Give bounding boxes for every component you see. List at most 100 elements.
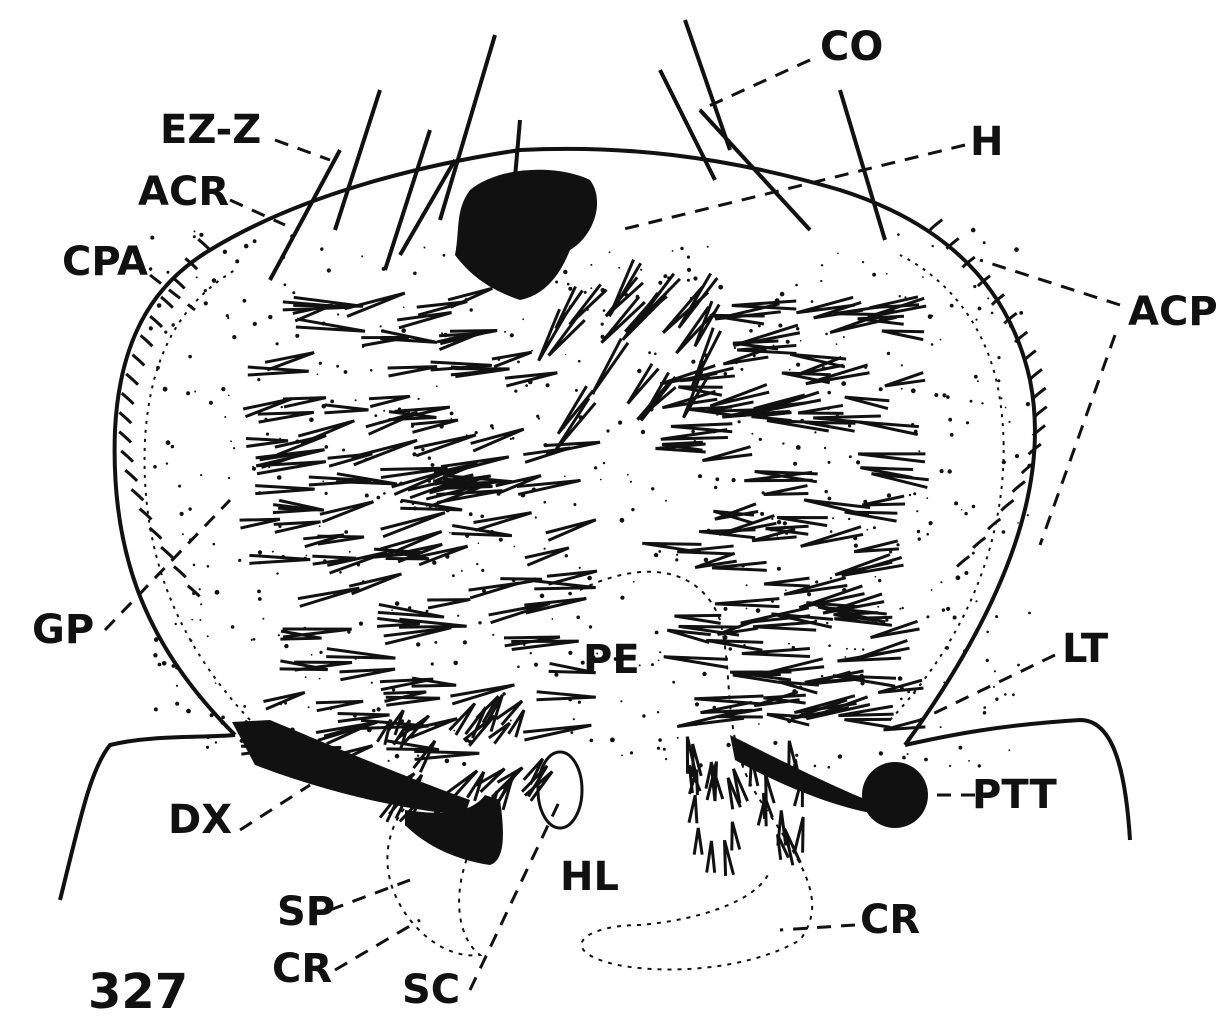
stipple-dot	[736, 358, 740, 362]
spine	[854, 541, 899, 552]
stipple-dot	[188, 355, 192, 359]
label-hl: HL	[560, 854, 619, 900]
stipple-dot	[902, 756, 906, 760]
stipple-dot	[153, 653, 157, 657]
stipple-dot	[186, 391, 190, 395]
label-ez-z: EZ-Z	[160, 107, 261, 153]
spine	[844, 719, 890, 727]
stipple-dot	[361, 255, 363, 257]
spine	[675, 615, 722, 623]
stipple-dot	[940, 581, 942, 583]
stipple-dot	[630, 481, 632, 483]
stipple-dot	[658, 281, 662, 285]
stipple-dot	[192, 592, 195, 595]
stipple-dot	[200, 603, 202, 605]
stipple-dot	[940, 469, 944, 473]
stipple-dot	[704, 558, 709, 563]
spine	[414, 435, 476, 456]
stipple-dot	[970, 400, 973, 403]
stipple-dot	[206, 735, 210, 739]
stipple-dot	[569, 305, 572, 308]
stipple-dot	[699, 763, 703, 767]
stipple-dot	[466, 434, 468, 436]
stipple-dot	[589, 625, 592, 628]
stipple-dot	[1017, 664, 1020, 667]
stipple-dot	[528, 578, 530, 580]
stipple-dot	[193, 564, 196, 567]
stipple-dot	[854, 544, 858, 548]
stipple-dot	[832, 517, 834, 519]
stipple-dot	[567, 283, 570, 286]
spine	[702, 447, 752, 461]
stipple-dot	[913, 492, 916, 495]
serration	[119, 432, 131, 443]
stipple-dot	[449, 532, 451, 534]
stipple-dot	[907, 690, 910, 693]
stipple-dot	[658, 660, 660, 662]
stipple-dot	[928, 314, 933, 319]
stipple-dot	[977, 380, 979, 382]
stipple-dot	[917, 530, 920, 533]
stipple-dot	[281, 406, 283, 408]
stipple-dot	[377, 496, 381, 500]
serration	[1033, 388, 1045, 398]
stipple-dot	[370, 369, 373, 372]
stipple-dot	[981, 402, 983, 404]
stipple-dot	[907, 737, 909, 739]
stipple-dot	[875, 576, 877, 578]
stipple-dot	[194, 391, 196, 393]
stipple-dot	[325, 492, 328, 495]
spine	[862, 496, 905, 505]
stipple-dot	[648, 351, 651, 354]
stipple-dot	[931, 343, 934, 346]
spine	[677, 546, 734, 554]
spine	[369, 396, 410, 406]
stipple-dot	[587, 309, 589, 311]
stipple-dot	[221, 387, 225, 391]
stipple-dot	[651, 663, 654, 666]
stipple-dot	[800, 713, 804, 717]
stipple-dot	[428, 480, 431, 483]
stipple-dot	[258, 550, 262, 554]
spine	[885, 373, 925, 386]
stipple-dot	[327, 268, 331, 272]
stipple-dot	[587, 576, 592, 581]
stipple-dot	[252, 466, 254, 468]
stipple-dot	[154, 637, 159, 642]
stipple-dot	[383, 492, 386, 495]
stipple-dot	[901, 364, 903, 366]
stipple-dot	[194, 230, 196, 232]
stipple-dot	[986, 631, 989, 634]
stipple-dot	[371, 682, 373, 684]
stipple-dot	[462, 762, 466, 766]
stipple-dot	[461, 570, 463, 572]
stipple-dot	[846, 648, 848, 650]
stipple-dot	[162, 661, 167, 666]
stipple-dot	[758, 723, 760, 725]
stipple-dot	[926, 533, 929, 536]
stipple-dot	[687, 279, 690, 282]
stipple-dot	[1015, 454, 1019, 458]
stipple-dot	[820, 538, 822, 540]
stipple-dot	[896, 543, 899, 546]
spine	[400, 500, 462, 510]
stipple-dot	[481, 569, 484, 572]
stipple-dot	[838, 754, 842, 758]
stipple-dot	[926, 615, 929, 618]
stipple-dot	[490, 530, 494, 534]
spine	[448, 288, 492, 307]
stipple-dot	[492, 427, 495, 430]
label-sp: SP	[277, 889, 335, 935]
serration	[150, 528, 162, 539]
label-pe: PE	[583, 637, 640, 683]
stipple-dot	[630, 751, 633, 754]
stipple-dot	[268, 315, 272, 319]
serration	[973, 538, 985, 548]
stipple-dot	[445, 759, 450, 764]
stipple-dot	[830, 577, 832, 579]
stipple-dot	[166, 462, 168, 464]
stipple-dot	[594, 466, 597, 469]
stipple-dot	[156, 366, 160, 370]
stipple-dot	[940, 726, 942, 728]
stipple-dot	[948, 418, 952, 422]
